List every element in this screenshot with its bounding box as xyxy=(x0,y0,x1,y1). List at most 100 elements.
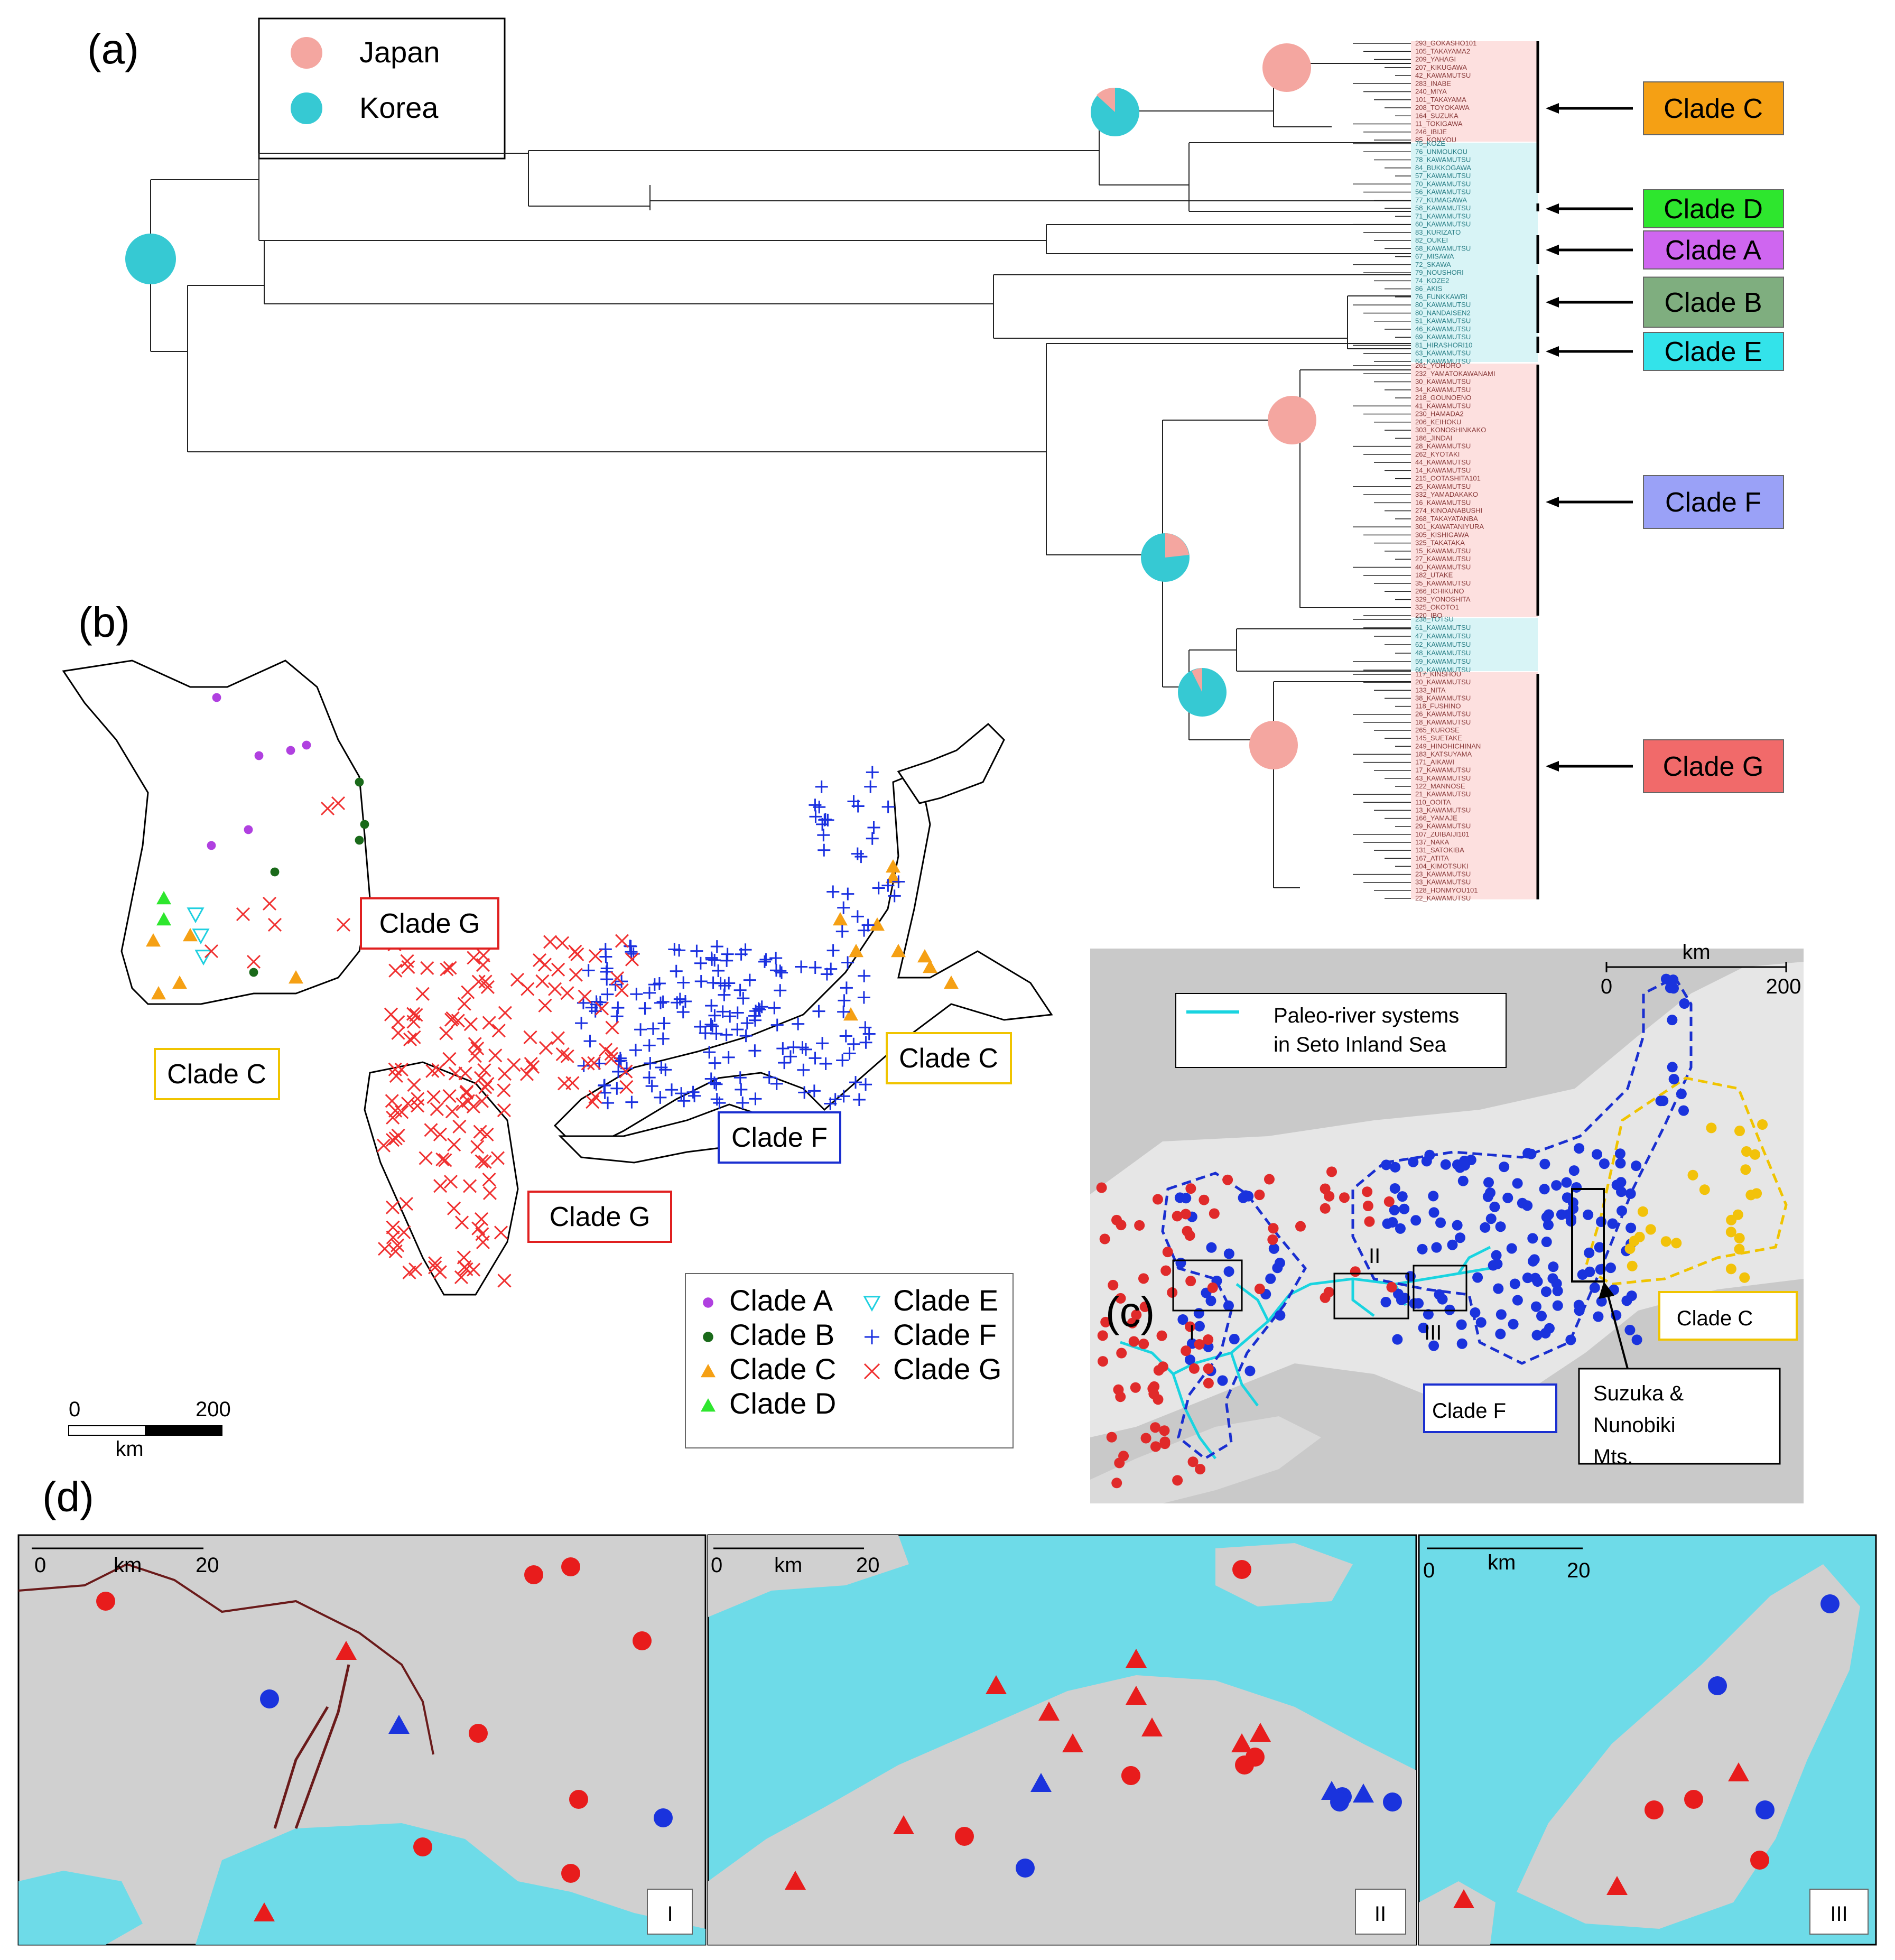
map-marker-bigdot xyxy=(1383,1792,1402,1812)
map-marker-bigdot xyxy=(1750,1851,1769,1870)
map-marker-bigdot xyxy=(1350,1266,1361,1277)
map-marker-x xyxy=(555,1047,570,1062)
map-marker-bigdot xyxy=(1118,1451,1129,1462)
map-marker-x xyxy=(376,1138,391,1153)
map-marker-bigdot xyxy=(1320,1183,1331,1194)
map-marker-tri-down xyxy=(194,950,212,966)
map-marker-plus xyxy=(866,832,879,845)
map-marker-bigdot xyxy=(1493,1283,1504,1294)
map-marker-x xyxy=(558,1076,572,1091)
tree-tip-label: 207_KIKUGAWA xyxy=(1415,63,1467,71)
map-marker-bigdot xyxy=(1138,1339,1149,1350)
map-marker-x xyxy=(386,1230,400,1244)
map-marker-plus xyxy=(815,780,828,793)
map-marker-plus xyxy=(807,1084,821,1098)
map-marker-bigdot xyxy=(1254,1284,1265,1295)
tree-tip-label: 209_YAHAGI xyxy=(1415,55,1456,63)
map-marker-bigdot xyxy=(1561,1177,1572,1188)
map-marker-plus xyxy=(648,978,661,991)
panel-label-c: (c) xyxy=(1106,1288,1155,1335)
map-marker-plus xyxy=(722,1051,735,1064)
map-marker-plus xyxy=(824,1097,837,1110)
map-marker-bigdot xyxy=(1440,1159,1451,1170)
map-marker-bigdot xyxy=(1275,1310,1286,1321)
tree-tip-label: 14_KAWAMUTSU xyxy=(1415,466,1471,474)
tree-tip-label: 34_KAWAMUTSU xyxy=(1415,386,1471,394)
map-marker-x xyxy=(386,1110,400,1125)
map-marker-bigdot xyxy=(1162,1247,1173,1258)
map-marker-bigdot xyxy=(1540,1286,1552,1297)
map-marker-x xyxy=(538,998,552,1012)
map-marker-plus xyxy=(704,1018,718,1031)
map-marker-plus xyxy=(837,1090,850,1103)
map-marker-bigdot xyxy=(1428,1191,1439,1202)
tree-tip-label: 232_YAMATOKAWANAMI xyxy=(1415,369,1495,377)
map-marker-bigdot xyxy=(1223,1248,1234,1259)
map-marker-plus xyxy=(739,1029,753,1043)
map-marker-x xyxy=(411,1092,425,1106)
tree-tip-label: 80_NANDAISEN2 xyxy=(1415,309,1471,317)
map-marker-bigdot xyxy=(1634,1231,1645,1242)
map-marker-tri xyxy=(1141,1717,1163,1736)
tree-tip-label: 76_UNMOUKOU xyxy=(1415,147,1467,155)
map-marker-tri xyxy=(1728,1762,1749,1781)
map-marker-dot xyxy=(355,777,364,787)
map-marker-x xyxy=(473,1071,488,1085)
map-marker-plus xyxy=(865,1330,879,1344)
tree-tip-label: 329_YONOSHITA xyxy=(1415,595,1471,603)
map-b-scale: 0 200 km xyxy=(68,1398,231,1461)
map-marker-plus xyxy=(656,1032,670,1045)
map-marker-bigdot xyxy=(1530,1301,1541,1312)
map-marker-x xyxy=(599,1043,613,1057)
map-marker-bigdot xyxy=(1512,1178,1523,1189)
map-marker-x xyxy=(442,1089,457,1103)
map-marker-bigdot xyxy=(1508,1318,1519,1330)
map-marker-bigdot xyxy=(1725,1227,1736,1238)
map-marker-plus xyxy=(862,1027,876,1041)
map-d-I-scale-max: 20 xyxy=(196,1554,219,1577)
map-marker-bigdot xyxy=(1389,1183,1400,1194)
map-marker-plus xyxy=(646,1022,659,1035)
tree-tip-label: 166_YAMAJE xyxy=(1415,814,1457,822)
map-marker-bigdot xyxy=(1820,1594,1840,1613)
map-marker-bigdot xyxy=(1397,1191,1408,1202)
map-marker-plus xyxy=(770,1077,783,1090)
map-marker-tri xyxy=(388,1715,410,1734)
tree-tip-label: 44_KAWAMUTSU xyxy=(1415,458,1471,466)
map-marker-tri xyxy=(1453,1889,1474,1908)
tree-tip-label: 51_KAWAMUTSU xyxy=(1415,317,1471,325)
map-marker-plus xyxy=(847,795,860,808)
clade-arrowhead xyxy=(1546,245,1559,255)
map-b-label-f: Clade F xyxy=(731,1122,828,1153)
map-marker-tri-down xyxy=(863,1296,881,1312)
map-marker-x xyxy=(468,1049,482,1063)
map-marker-bigdot xyxy=(1131,1309,1142,1321)
map-marker-bigdot xyxy=(1472,1272,1483,1283)
ancestral-state-pies xyxy=(125,43,1316,769)
map-marker-dot xyxy=(286,746,295,755)
map-marker-bigdot xyxy=(1556,1209,1567,1220)
map-marker-plus xyxy=(654,996,667,1009)
map-marker-dot xyxy=(249,968,258,977)
map-b-legend-label: Clade B xyxy=(729,1318,834,1351)
tree-tip-label: 84_BUKKOGAWA xyxy=(1415,164,1471,172)
tree-tip-label: 64_KAWAMUTSU xyxy=(1415,357,1471,365)
map-marker-plus xyxy=(740,1017,754,1030)
map-c-scale-zero: 0 xyxy=(1601,975,1612,998)
tree-tip-label: 60_KAWAMUTSU xyxy=(1415,666,1471,674)
tree-tip-label: 27_KAWAMUTSU xyxy=(1415,555,1471,563)
map-marker-plus xyxy=(675,1087,688,1100)
map-marker-x xyxy=(555,936,570,950)
tree-tip-label: 261_YOHORO xyxy=(1415,361,1461,369)
map-marker-plus xyxy=(733,983,747,997)
map-marker-plus xyxy=(731,1006,744,1019)
map-marker-plus xyxy=(816,1037,829,1050)
map-marker-bigdot xyxy=(1184,1230,1195,1241)
map-marker-plus xyxy=(694,974,708,988)
map-marker-bigdot xyxy=(1660,1236,1671,1247)
tree-tip-label: 75_KOZE xyxy=(1415,140,1445,147)
map-marker-bigdot xyxy=(1678,1105,1689,1116)
map-marker-bigdot xyxy=(1596,1216,1607,1227)
map-marker-plus xyxy=(655,1061,668,1074)
map-marker-bigdot xyxy=(1267,1234,1278,1245)
